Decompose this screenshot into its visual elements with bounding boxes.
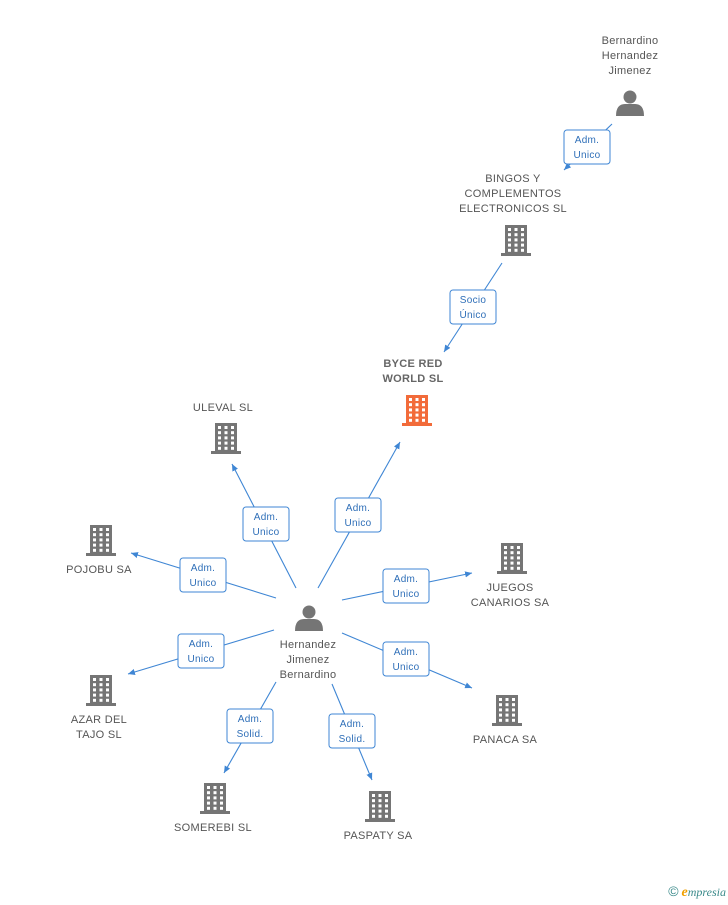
node-label: JUEGOS [486,582,533,594]
relation-badge[interactable] [449,289,497,325]
relation-label: Adm. [254,512,279,523]
node-paspaty[interactable]: PASPATY SA [344,791,413,842]
edge-hernandez_jb-to-azar: Adm. Unico [127,629,275,675]
relation-label: Adm. [340,719,365,730]
node-byce[interactable]: BYCE RED WORLD SL [382,358,443,426]
node-label: WORLD SL [382,373,443,385]
relation-label: Adm. [394,574,419,585]
brand-watermark: © empresia [668,883,726,901]
node-label: Bernardino [280,669,337,681]
node-label: Hernandez [280,639,337,651]
relation-label: Solid. [339,734,366,745]
edge-bernardino_hj-to-bingos: Adm. Unico [563,123,613,171]
node-pojobu[interactable]: POJOBU SA [66,525,132,576]
node-bingos[interactable]: BINGOS Y COMPLEMENTOS ELECTRONICOS SL [459,173,567,256]
building-icon[interactable] [86,675,116,706]
relation-label: Socio [460,295,487,306]
edge-hernandez_jb-to-juegos: Adm. Unico [341,568,473,604]
relation-label: Adm. [394,647,419,658]
building-icon[interactable] [492,695,522,726]
node-azar[interactable]: AZAR DEL TAJO SL [71,675,127,741]
node-label: BYCE RED [383,358,442,370]
person-icon[interactable] [295,605,323,632]
node-label: Jimenez [608,65,651,77]
relation-badge[interactable] [563,129,611,165]
relation-label: Unico [189,578,216,589]
relation-label: Solid. [237,729,264,740]
relation-badge[interactable] [334,497,382,533]
relation-label: Adm. [238,714,263,725]
brand-logo-initial: e [681,885,688,900]
relation-badge[interactable] [226,708,274,744]
node-label: COMPLEMENTOS [465,188,562,200]
node-label: SOMEREBI SL [174,822,252,834]
edges-layer: Adm.UnicoSocioÚnicoAdm.UnicoAdm.UnicoAdm… [127,123,613,781]
node-label: Hernandez [602,50,659,62]
relation-badge[interactable] [179,557,227,593]
relation-badge[interactable] [382,568,430,604]
edge-hernandez_jb-to-uleval: Adm. Unico [231,463,297,589]
edge-hernandez_jb-to-somerebi: Adm. Solid. [223,681,277,774]
node-panaca[interactable]: PANACA SA [473,695,538,746]
edge-hernandez_jb-to-pojobu: Adm. Unico [130,552,277,599]
relation-label: Unico [392,662,419,673]
building-icon[interactable] [211,423,241,454]
node-label: CANARIOS SA [471,597,550,609]
copyright-icon: © [668,883,679,899]
relation-label: Adm. [346,503,371,514]
building-icon[interactable] [200,783,230,814]
relation-label: Adm. [191,563,216,574]
building-icon[interactable] [365,791,395,822]
node-label: BINGOS Y [485,173,541,185]
relation-label: Unico [252,527,279,538]
relation-label: Unico [344,518,371,529]
node-label: ELECTRONICOS SL [459,203,567,215]
edge-hernandez_jb-to-paspaty: Adm. Solid. [328,683,376,781]
relation-label: Unico [573,150,600,161]
node-label: Jimenez [286,654,329,666]
relation-badge[interactable] [242,506,290,542]
relation-badge[interactable] [328,713,376,749]
relation-label: Adm. [575,135,600,146]
person-icon[interactable] [616,90,644,117]
relation-label: Único [459,308,486,321]
edge-hernandez_jb-to-panaca: Adm. Unico [341,632,473,689]
relation-label: Unico [392,589,419,600]
building-icon[interactable] [501,225,531,256]
node-label: PANACA SA [473,734,538,746]
relation-label: Unico [187,654,214,665]
relation-badge[interactable] [177,633,225,669]
node-label: PASPATY SA [344,830,413,842]
building-icon[interactable] [402,395,432,426]
building-icon[interactable] [497,543,527,574]
node-somerebi[interactable]: SOMEREBI SL [174,783,252,834]
brand-logo-text: mpresia [687,885,726,899]
node-label: Bernardino [602,35,659,47]
node-label: POJOBU SA [66,564,132,576]
node-uleval[interactable]: ULEVAL SL [193,402,253,454]
node-label: ULEVAL SL [193,402,253,414]
relation-label: Adm. [189,639,214,650]
edge-hernandez_jb-to-byce: Adm. Unico [317,441,401,589]
building-icon[interactable] [86,525,116,556]
node-label: AZAR DEL [71,714,127,726]
node-label: TAJO SL [76,729,122,741]
relation-badge[interactable] [382,641,430,677]
node-juegos[interactable]: JUEGOS CANARIOS SA [471,543,550,609]
